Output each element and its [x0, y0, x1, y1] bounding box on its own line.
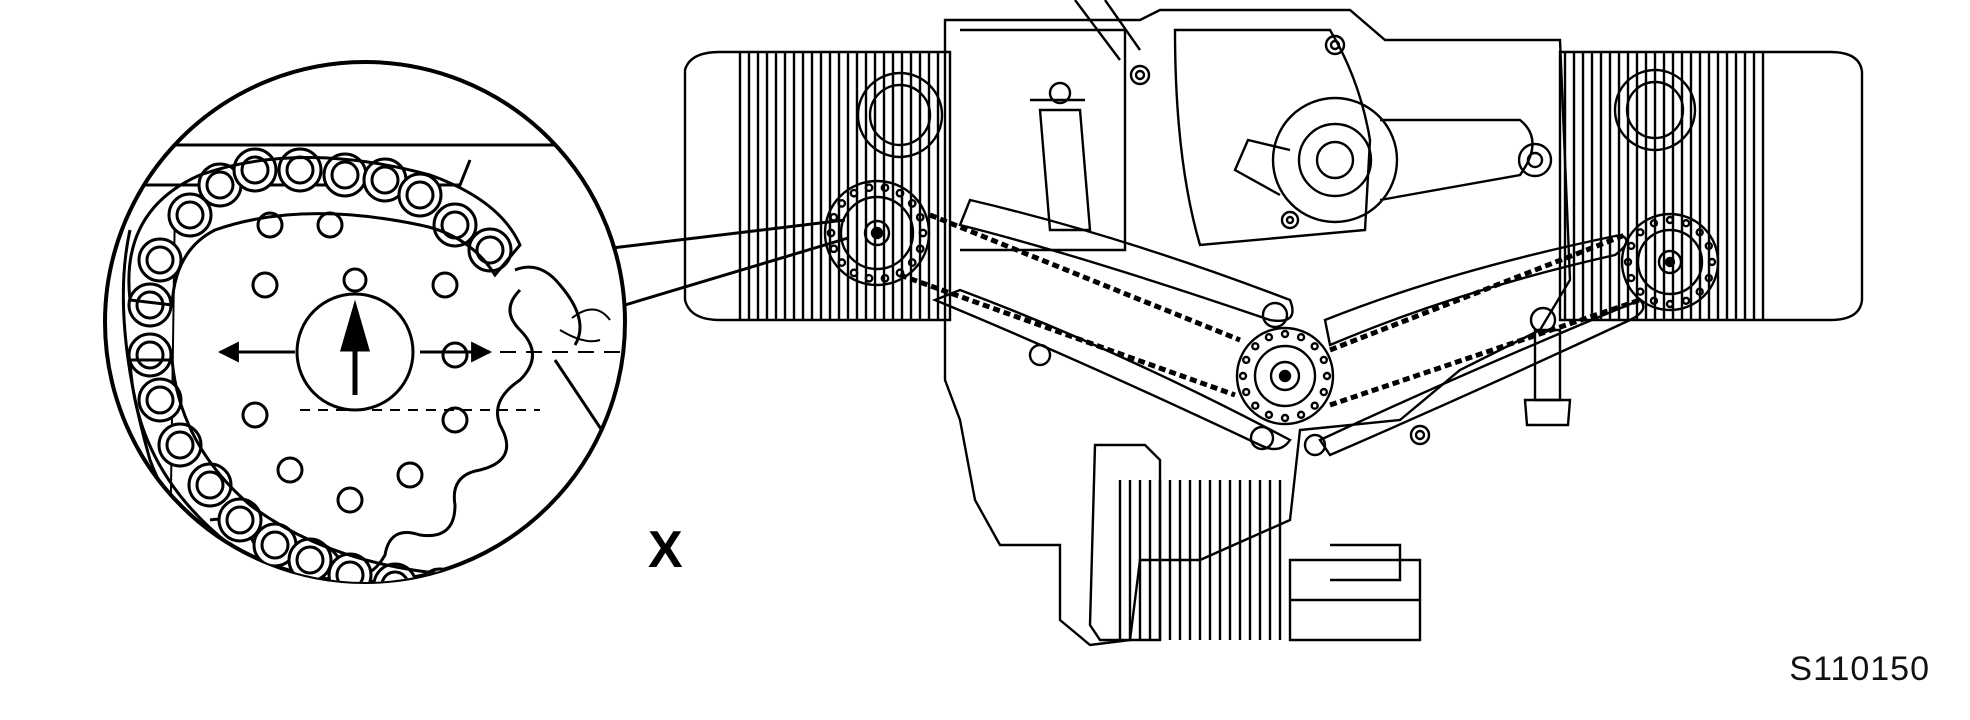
magnified-detail [103, 60, 627, 584]
marker-arrow-icon [340, 299, 370, 352]
right-cam-sprocket [1620, 212, 1720, 312]
engine-block [683, 0, 1864, 647]
figure-id: S110150 [1789, 650, 1930, 688]
left-cam-sprocket [823, 179, 931, 287]
crank-sprocket [1235, 326, 1335, 426]
magnifier-leader [611, 218, 849, 307]
right-cylinder-fins [1563, 52, 1765, 320]
left-cylinder-fins [738, 52, 940, 320]
callout-label-x: X [648, 521, 683, 579]
